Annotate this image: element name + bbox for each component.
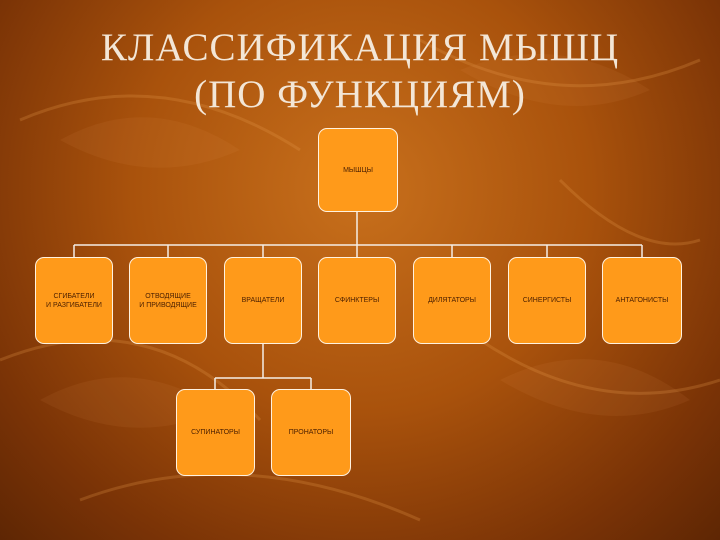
node-flexors-extensors: СГИБАТЕЛИ И РАЗГИБАТЕЛИ (35, 257, 113, 344)
node-label-line2: И РАЗГИБАТЕЛИ (46, 301, 102, 309)
node-label: СИНЕРГИСТЫ (522, 297, 572, 304)
title-line-1: КЛАССИФИКАЦИЯ МЫШЦ (100, 26, 620, 69)
page-title: КЛАССИФИКАЦИЯ МЫШЦ (ПО ФУНКЦИЯМ) (0, 24, 720, 118)
node-pronators: ПРОНАТОРЫ (271, 389, 351, 476)
node-label-line1: СГИБАТЕЛИ (53, 292, 95, 300)
node-supinators: СУПИНАТОРЫ (176, 389, 255, 476)
node-sphincters: СФИНКТЕРЫ (318, 257, 396, 344)
node-label: СФИНКТЕРЫ (334, 297, 380, 304)
node-root-label: МЫШЦЫ (343, 166, 373, 174)
node-label-line2: И ПРИВОДЯЩИЕ (139, 301, 197, 309)
node-label: ДИЛЯТАТОРЫ (428, 297, 476, 304)
node-label: АНТАГОНИСТЫ (615, 297, 669, 304)
node-label: ВРАЩАТЕЛИ (241, 297, 285, 304)
node-rotators: ВРАЩАТЕЛИ (224, 257, 302, 344)
node-label-line1: ОТВОДЯЩИЕ (145, 292, 191, 300)
title-line-2: (ПО ФУНКЦИЯМ) (194, 73, 526, 116)
node-root: МЫШЦЫ (318, 128, 398, 212)
node-label: ПРОНАТОРЫ (288, 429, 334, 436)
node-antagonists: АНТАГОНИСТЫ (602, 257, 682, 344)
node-abductors-adductors: ОТВОДЯЩИЕ И ПРИВОДЯЩИЕ (129, 257, 207, 344)
node-label: СУПИНАТОРЫ (191, 429, 240, 436)
node-dilators: ДИЛЯТАТОРЫ (413, 257, 491, 344)
node-synergists: СИНЕРГИСТЫ (508, 257, 586, 344)
